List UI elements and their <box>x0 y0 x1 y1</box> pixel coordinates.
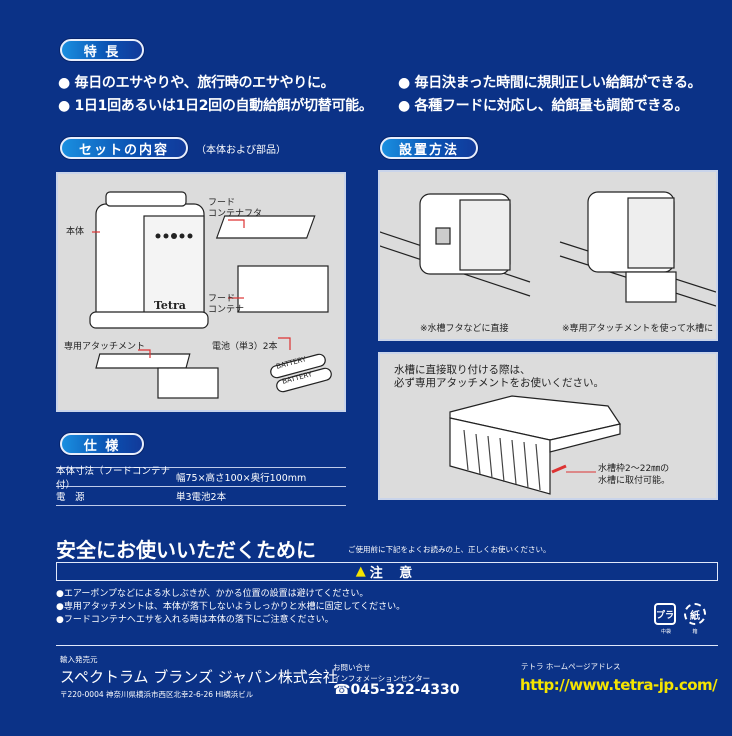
install-caption-direct: ※水槽フタなどに直接 <box>420 324 509 334</box>
company-address: 〒220-0004 神奈川県横浜市西区北幸2-6-26 HI横浜ビル <box>60 690 254 699</box>
website-link[interactable]: http://www.tetra-jp.com/ <box>520 676 718 694</box>
caution-item: ●エアーポンプなどによる水しぶきが、かかる位置の設置は避けてください。 <box>56 589 369 599</box>
warning-icon: ▲ <box>355 564 366 579</box>
caution-label: 注 意 <box>369 566 419 581</box>
install-heading: 設置方法 <box>380 137 478 159</box>
spec-row: 電 源 単3電池2本 <box>56 487 346 506</box>
frame-note-1: 水槽枠2～22㎜の <box>598 464 670 474</box>
spec-heading: 仕 様 <box>60 433 144 455</box>
brand-logo: Tetra <box>154 299 186 312</box>
feature-item: ● 毎日決まった時間に規則正しい給餌ができる。 <box>398 75 702 91</box>
contents-note: （本体および部品） <box>196 145 286 156</box>
contents-panel: Tetra 本体 フード コンテナフタ フード コンテナ 専用アタッチメント 電… <box>56 172 346 412</box>
install-caption-attachment: ※専用アタッチメントを使って水槽に <box>562 324 714 334</box>
install-illustration <box>380 191 716 307</box>
label-battery: 電池（単3）2本 <box>212 342 278 352</box>
company-name: スペクトラム ブランズ ジャパン株式会社 <box>60 668 338 686</box>
spec-table: 本体寸法（フードコンテナ付） 幅75×高さ100×奥行100mm 電 源 単3電池2… <box>56 466 346 506</box>
divider <box>56 645 718 646</box>
spec-value: 単3電池2本 <box>176 492 227 503</box>
feature-item: ● 毎日のエサやりや、旅行時のエサやりに。 <box>58 75 335 91</box>
attachment-illustration <box>449 395 621 495</box>
phone-number: ☎045-322-4330 <box>333 682 460 698</box>
spec-key: 電 源 <box>56 492 85 503</box>
product-parts-illustration: Tetra <box>89 191 332 399</box>
plastic-recycle-icon: プラ <box>654 603 676 625</box>
recycle-label: 箱 <box>692 629 698 635</box>
attachment-panel: 水槽に直接取り付ける際は、 必ず専用アタッチメントをお使いください。 水槽枠2～… <box>378 352 718 500</box>
attachment-note-2: 必ず専用アタッチメントをお使いください。 <box>394 377 604 389</box>
safety-subtitle: ご使用前に下記をよくお読みの上、正しくお使いください。 <box>348 545 551 554</box>
caution-bar: ▲注 意 <box>56 562 718 581</box>
spec-value: 幅75×高さ100×奥行100mm <box>176 473 307 484</box>
contents-heading: セットの内容 <box>60 137 188 159</box>
label-attachment: 専用アタッチメント <box>64 342 146 352</box>
spec-key: 本体寸法（フードコンテナ付） <box>56 466 171 491</box>
caution-item: ●フードコンテナへエサを入れる時は本体の落下にご注意ください。 <box>56 615 334 625</box>
label-lid: フード コンテナフタ <box>208 198 263 219</box>
info-center: インフォメーションセンター <box>333 674 431 683</box>
attachment-note-1: 水槽に直接取り付ける際は、 <box>394 364 531 376</box>
features-heading: 特 長 <box>60 39 144 61</box>
frame-note-2: 水槽に取付可能。 <box>598 476 671 486</box>
safety-title: 安全にお使いいただくために <box>56 538 316 562</box>
feature-item: ● 各種フードに対応し、給餌量も調節できる。 <box>398 98 689 114</box>
caution-item: ●専用アタッチメントは、本体が落下しないようしっかりと水槽に固定してください。 <box>56 602 406 612</box>
web-label: テトラ ホームページアドレス <box>521 662 621 671</box>
importer-label: 輸入発売元 <box>60 655 98 664</box>
spec-row: 本体寸法（フードコンテナ付） 幅75×高さ100×奥行100mm <box>56 466 346 491</box>
label-body: 本体 <box>66 227 85 237</box>
install-panel: ※水槽フタなどに直接 ※専用アタッチメントを使って水槽に <box>378 170 718 341</box>
label-container: フード コンテナ <box>208 294 245 315</box>
feature-item: ● 1日1回あるいは1日2回の自動給餌が切替可能。 <box>58 98 373 114</box>
contact-label: お問い合せ <box>333 663 371 672</box>
paper-recycle-icon: 紙 <box>684 603 706 625</box>
recycle-label: 中袋 <box>660 629 671 635</box>
